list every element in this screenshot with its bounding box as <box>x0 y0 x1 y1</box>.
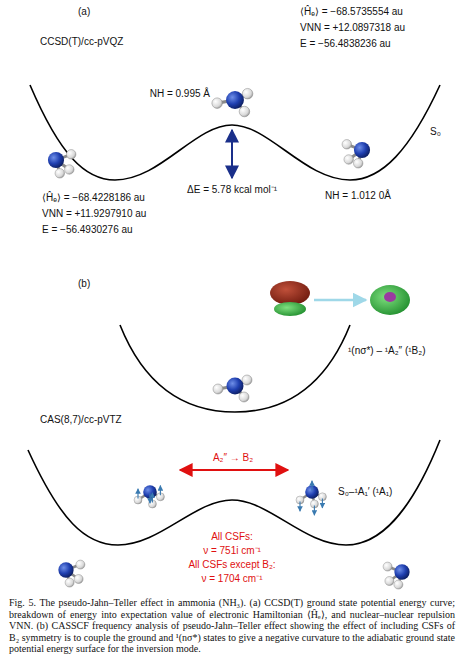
hydrogen-atom <box>55 169 65 179</box>
displacement-arrow <box>152 493 153 503</box>
hydrogen-atom <box>385 577 394 586</box>
nitrogen-atom <box>227 378 244 395</box>
hydrogen-atom <box>213 384 223 394</box>
displacement-arrow <box>137 489 138 499</box>
ammonia-molecule <box>296 481 326 515</box>
text-label: VNN = +12.0897318 au <box>300 22 405 34</box>
text-label: ⟨Ĥₑ⟩ = −68.4228186 au <box>42 192 145 204</box>
orbital-arrow <box>314 299 366 302</box>
text-label: A₂″ → B₂ <box>213 452 253 464</box>
ammonia-molecule <box>383 562 410 589</box>
ammonia-molecule <box>212 88 253 116</box>
text-label: CCSD(T)/cc-pVQZ <box>40 36 123 48</box>
hydrogen-atom <box>76 560 85 569</box>
text-label: ¹(nσ*) – ¹A₂″ (¹B₂) <box>348 345 425 357</box>
displacement-arrow <box>160 486 161 496</box>
hydrogen-atom <box>65 165 75 175</box>
hydrogen-atom <box>383 562 392 571</box>
text-label: NH = 1.012 0Å <box>325 190 391 202</box>
text-label: ΔE = 5.78 kcal mol⁻¹ <box>187 184 277 196</box>
displacement-arrow <box>322 498 323 508</box>
coupling-arrow <box>180 469 288 471</box>
ammonia-molecule <box>48 150 76 179</box>
text-label: ⟨Ĥₑ⟩ = −68.5735554 au <box>300 6 403 18</box>
hydrogen-atom <box>342 140 352 150</box>
text-label: S₀ <box>430 126 441 138</box>
text-label: S₀–¹A₁′ (¹A₁) <box>338 486 392 498</box>
orbital-left <box>270 281 310 316</box>
text-label: All CSFs: <box>211 531 253 543</box>
nitrogen-atom <box>48 152 64 168</box>
ammonia-molecule <box>213 375 252 402</box>
nitrogen-atom <box>394 564 409 579</box>
hydrogen-atom <box>344 155 354 165</box>
displacement-arrow <box>299 502 300 512</box>
ammonia-molecule <box>342 140 370 169</box>
ground-curve <box>28 440 440 545</box>
hydrogen-atom <box>242 375 252 385</box>
displacement-arrow <box>149 494 150 504</box>
hydrogen-atom <box>239 106 250 117</box>
text-label: ν = 1704 cm⁻¹ <box>201 573 262 585</box>
orbital-right <box>370 285 410 315</box>
nitrogen-atom <box>58 562 73 577</box>
potential-curve <box>30 85 440 180</box>
text-label: (b) <box>78 278 90 290</box>
text-label: ν = 751i cm⁻¹ <box>203 545 261 557</box>
energy-arrow <box>231 130 233 178</box>
displacement-arrow <box>311 481 312 491</box>
text-label: CAS(8,7)/cc-pVTZ <box>40 414 122 426</box>
text-label: VNN = +11.9297910 au <box>42 208 146 220</box>
hydrogen-atom <box>239 392 249 402</box>
ammonia-molecule <box>134 485 164 508</box>
text-label: (a) <box>78 6 90 18</box>
nitrogen-atom <box>354 142 370 158</box>
hydrogen-atom <box>65 578 74 587</box>
hydrogen-atom <box>242 88 253 99</box>
figure-caption: Fig. 5. The pseudo-Jahn–Teller effect in… <box>9 597 455 655</box>
text-label: E = −56.4930276 au <box>42 224 133 236</box>
hydrogen-atom <box>353 159 363 169</box>
hydrogen-atom <box>74 575 83 584</box>
text-label: All CSFs except B₂: <box>188 559 275 571</box>
ammonia-molecule <box>58 560 85 587</box>
hydrogen-atom <box>212 98 223 109</box>
nitrogen-atom <box>226 91 244 109</box>
hydrogen-atom <box>66 150 76 160</box>
text-label: E = −56.4838236 au <box>300 38 391 50</box>
hydrogen-atom <box>394 580 403 589</box>
text-label: NH = 0.995 Å <box>150 88 210 100</box>
excited-curve <box>120 325 350 412</box>
displacement-arrow <box>314 506 315 516</box>
